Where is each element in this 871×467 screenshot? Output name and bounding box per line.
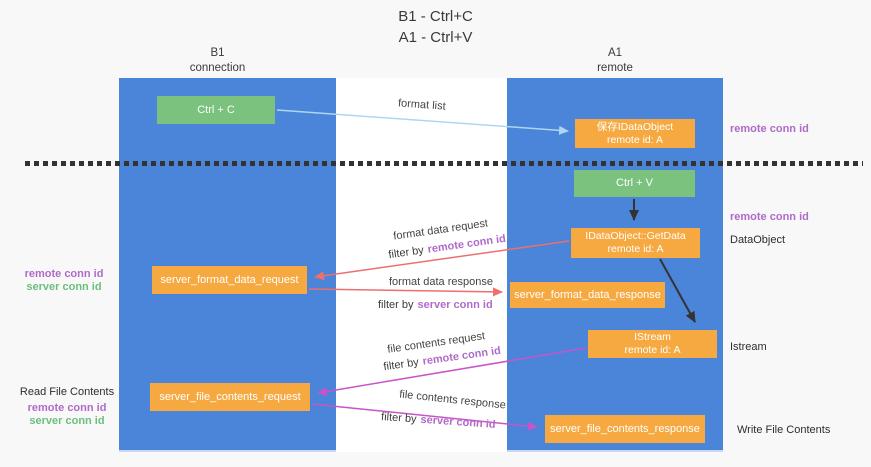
left-file-server-conn-id: server conn id xyxy=(29,415,105,427)
server-file-contents-response-box: server_file_contents_response xyxy=(545,415,705,443)
server-file-contents-request-box: server_file_contents_request xyxy=(150,383,310,411)
server-file-contents-response-label: server_file_contents_response xyxy=(550,422,700,435)
server-format-data-response-box: server_format_data_response xyxy=(510,282,665,308)
title-line-1: B1 - Ctrl+C xyxy=(398,8,473,25)
b1-name: B1 xyxy=(210,47,225,59)
ctrl-v-label: Ctrl + V xyxy=(616,177,653,189)
filter-by-text: filter by xyxy=(378,299,414,311)
save-idataobject-line2: remote id: A xyxy=(606,133,664,146)
title-line-2: A1 - Ctrl+V xyxy=(398,29,473,46)
server-format-data-request-label: server_format_data_request xyxy=(160,273,299,286)
left-format-conn-id-group: remote conn id server conn id xyxy=(14,268,114,294)
getdata-line1: IDataObject::GetData xyxy=(585,230,686,242)
column-header-b1: B1 connection xyxy=(109,46,326,76)
save-idataobject-box: 保存IDataObject remote id: A xyxy=(575,119,695,148)
b1-subtitle: connection xyxy=(189,62,246,74)
ctrl-c-label: Ctrl + C xyxy=(197,103,235,116)
right-remote-conn-id-2: remote conn id xyxy=(730,211,809,223)
left-file-remote-conn-id: remote conn id xyxy=(27,402,107,414)
write-file-contents-label: Write File Contents xyxy=(737,424,831,436)
istream-box: IStream remote id: A xyxy=(588,330,717,358)
istream-line2: remote id: A xyxy=(624,344,681,356)
a1-name: A1 xyxy=(607,47,623,59)
save-idataobject-line1: 保存IDataObject xyxy=(596,120,674,133)
server-file-contents-request-label: server_file_contents_request xyxy=(159,390,301,403)
ctrl-c-box: Ctrl + C xyxy=(157,96,275,124)
diagram-title: B1 - Ctrl+C A1 - Ctrl+V xyxy=(0,6,871,48)
istream-side-label: Istream xyxy=(730,341,767,353)
session-divider-dashed-line xyxy=(25,161,863,166)
server-format-data-response-label: server_format_data_response xyxy=(514,288,661,301)
filter-by-text: filter by xyxy=(380,411,417,426)
left-format-server-conn-id: server conn id xyxy=(26,281,102,293)
ctrl-v-box: Ctrl + V xyxy=(574,170,695,197)
getdata-line2: remote id: A xyxy=(607,243,664,255)
read-file-contents-label: Read File Contents xyxy=(19,386,115,398)
istream-line1: IStream xyxy=(634,331,671,343)
server-format-data-request-box: server_format_data_request xyxy=(152,266,307,294)
dataobject-label: DataObject xyxy=(730,234,786,246)
idataobject-getdata-box: IDataObject::GetData remote id: A xyxy=(571,228,700,258)
format-data-response-label: format data response xyxy=(389,276,493,288)
column-header-a1: A1 remote xyxy=(507,46,723,76)
server-conn-id-text: server conn id xyxy=(417,299,493,311)
a1-subtitle: remote xyxy=(597,62,633,74)
right-remote-conn-id-1: remote conn id xyxy=(730,123,809,135)
left-format-remote-conn-id: remote conn id xyxy=(24,268,104,280)
left-file-conn-id-group: Read File Contents remote conn id server… xyxy=(12,386,122,428)
